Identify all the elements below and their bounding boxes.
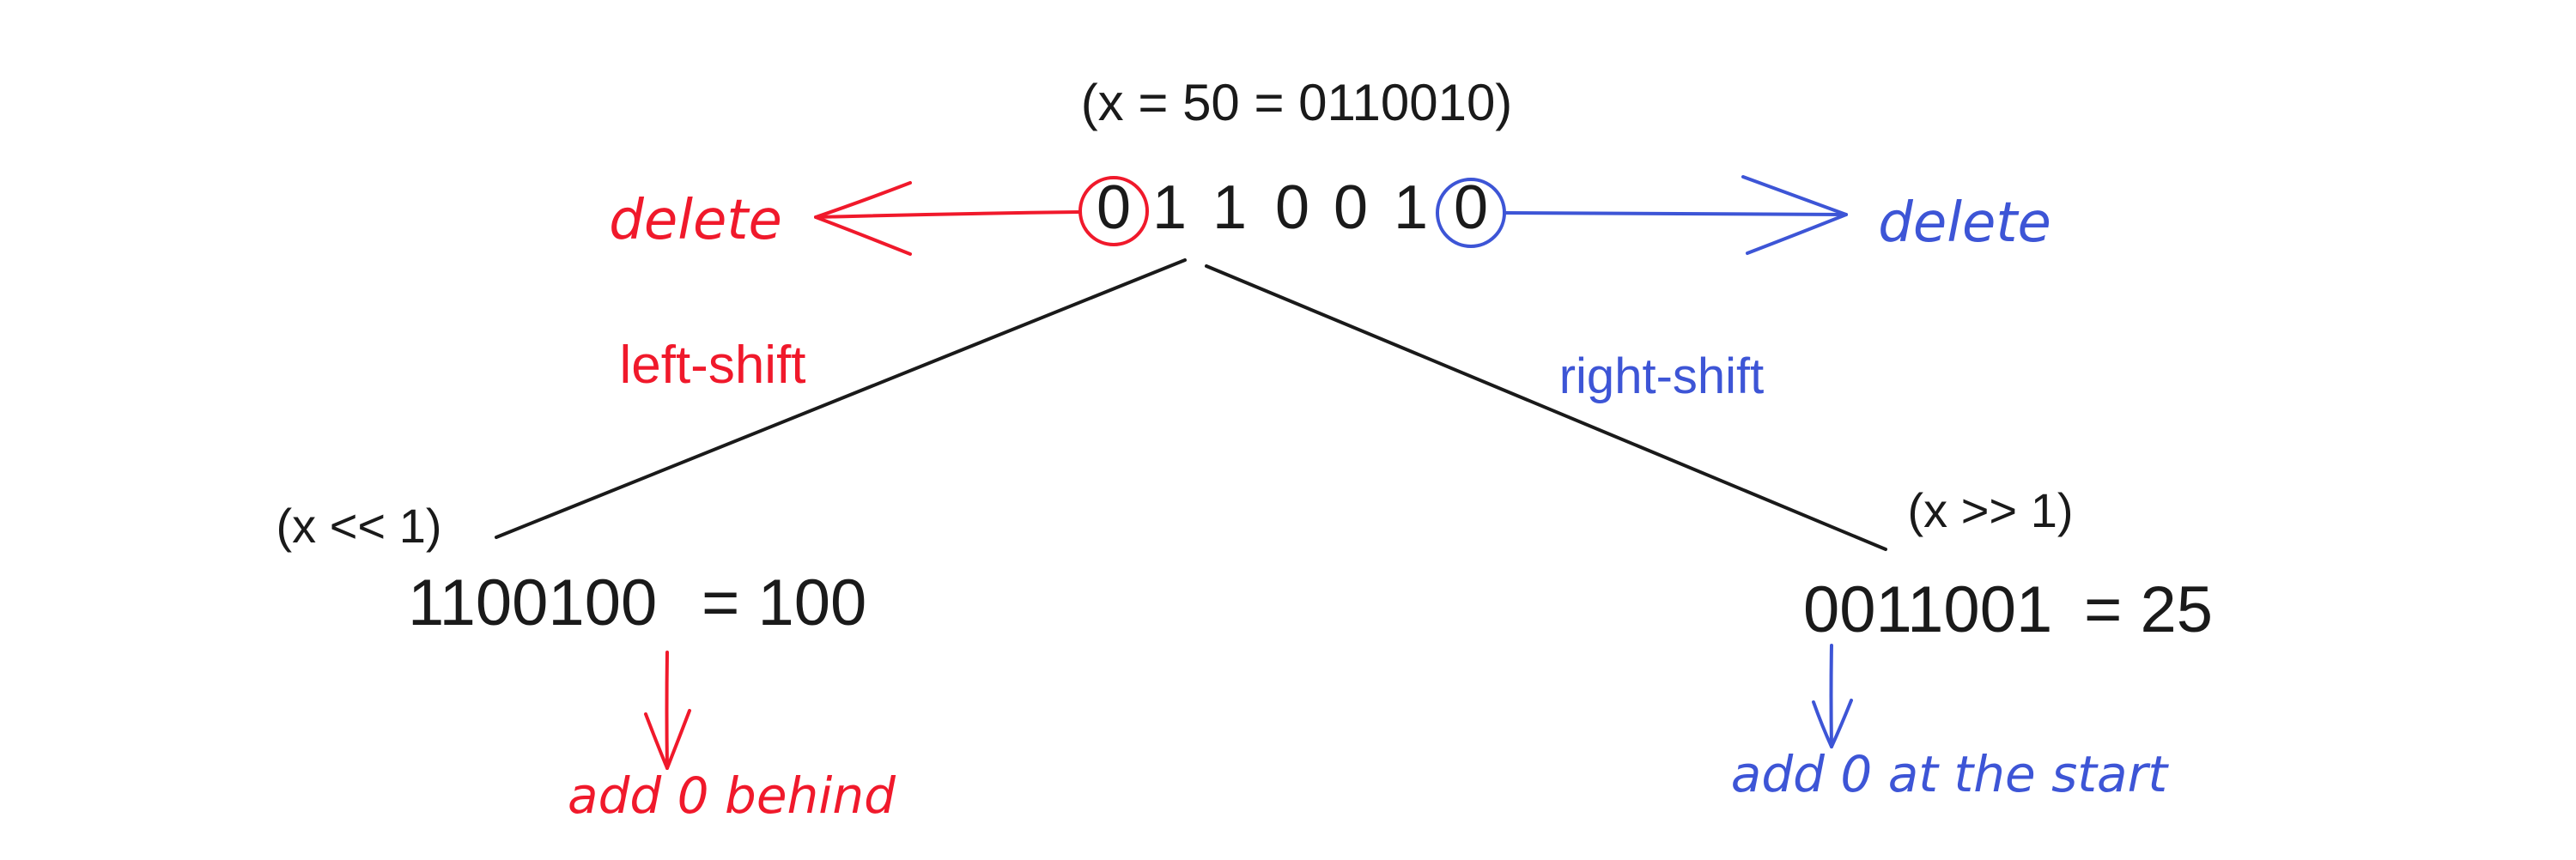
left-result-bits: 1100100 [408, 566, 657, 639]
delete-label-left: delete [609, 189, 782, 252]
left-result-value: = 100 [702, 566, 866, 639]
left-shift-expr: (x << 1) [276, 499, 442, 553]
bit-0: 0 [1097, 173, 1131, 242]
left-note: add 0 behind [568, 766, 896, 825]
right-result-value: = 25 [2084, 573, 2213, 646]
right-result-bits: 0011001 [1803, 573, 2052, 646]
left-shift-label: left-shift [619, 336, 805, 395]
bit-4: 0 [1334, 173, 1368, 242]
bit-2: 1 [1212, 173, 1247, 242]
left-down-arrow [644, 651, 691, 770]
delete-label-right: delete [1878, 191, 2051, 255]
right-delete-arrow [1503, 175, 1848, 255]
bit-6: 0 [1454, 173, 1488, 242]
right-note: add 0 at the start [1731, 745, 2170, 803]
original-bits: 0 1 1 0 0 1 0 [1097, 173, 1488, 242]
right-branch-line [1205, 264, 1887, 551]
header-text: (x = 50 = 0110010) [1081, 74, 1513, 131]
bit-5: 1 [1394, 173, 1428, 242]
bit-3: 0 [1275, 173, 1309, 242]
left-delete-arrow [814, 181, 1081, 256]
right-shift-expr: (x >> 1) [1908, 483, 2074, 537]
bit-1: 1 [1152, 173, 1187, 242]
right-shift-label: right-shift [1559, 348, 1765, 404]
left-branch-line [495, 258, 1187, 539]
right-down-arrow [1812, 644, 1853, 748]
